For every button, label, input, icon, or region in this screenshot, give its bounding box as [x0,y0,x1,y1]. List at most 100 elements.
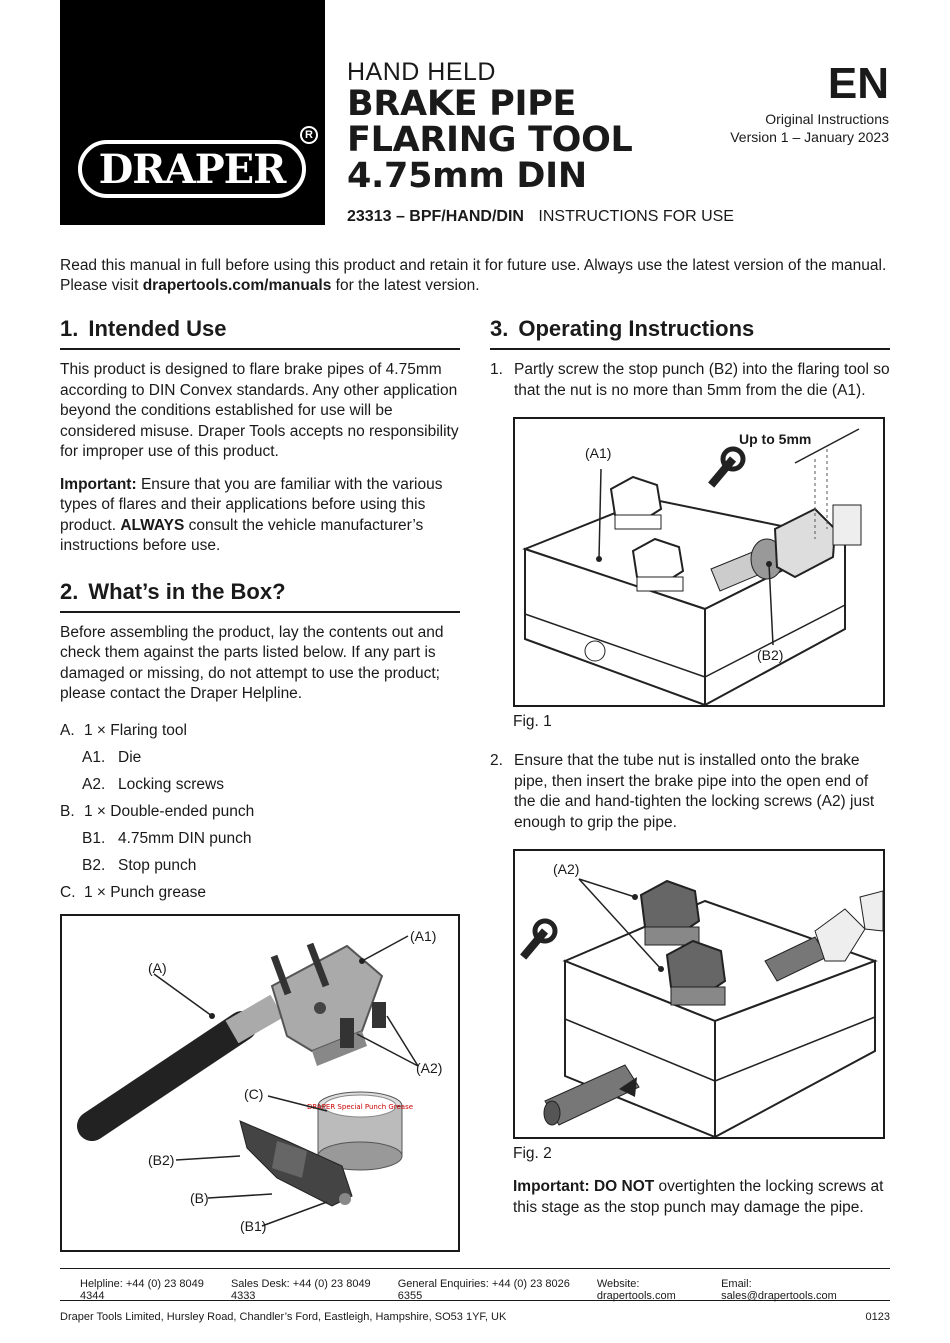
fig1-label-a1: (A1) [585,445,612,461]
manuals-link[interactable]: drapertools.com/manuals [142,277,332,294]
section2-title: What’s in the Box? [88,578,286,604]
section1-num: 1. [60,316,79,341]
section3-heading: 3. Operating Instructions [490,316,890,350]
left-column: 1.Intended Use This product is designed … [60,316,460,1252]
list-item: B. 1 × Double-ended punch [60,798,460,825]
item-letter: C. [60,883,76,901]
important-note-2: Important: DO NOT overtighten the lockin… [513,1177,890,1218]
version-info: Original Instructions Version 1 – Januar… [730,110,889,146]
fig1-dimension: Up to 5mm [739,431,812,447]
important-label-2: Important: [513,1178,590,1195]
general-enquiries: General Enquiries: +44 (0) 23 8026 6355 [397,1278,570,1302]
intro-post: for the latest version. [331,277,480,294]
item-letter: B. [60,802,75,820]
step-text: Ensure that the tube nut is installed on… [514,752,875,831]
intro-line2: Please visit drapertools.com/manuals for… [60,276,890,296]
sub-list: B1. 4.75mm DIN punch B2. Stop punch [60,825,460,879]
important-text-b: consult the vehicle manufacturer’s instr… [60,516,424,555]
footer-address-row: Draper Tools Limited, Hursley Road, Chan… [60,1311,890,1323]
fig2-label-a2: (A2) [553,861,580,877]
item-letter: A2. [82,775,106,793]
company-address: Draper Tools Limited, Hursley Road, Chan… [60,1311,507,1323]
item-text: Die [118,748,142,766]
step-2: 2. Ensure that the tube nut is installed … [490,751,890,833]
item-text: 1 × Punch grease [84,883,206,901]
important-strong: ALWAYS [120,516,185,534]
title-line4: 4.75mm DIN [347,156,587,196]
step-text: Partly screw the stop punch (B2) into th… [514,361,890,399]
footer-divider-top [60,1268,890,1269]
item-letter: A. [60,721,75,739]
operating-steps: 1. Partly screw the stop punch (B2) into … [490,360,890,401]
section1-heading: 1. Intended Use [60,316,460,350]
section3-title: Operating Instructions [518,316,755,341]
important-text-a: Ensure that you are familiar with the va… [60,475,443,534]
email-link[interactable]: Email: sales@drapertools.com [721,1278,837,1302]
photo-label-c: (C) [244,1085,264,1102]
step-number: 2. [490,752,503,769]
title-line3: FLARING TOOL [347,120,633,160]
sales-desk: Sales Desk: +44 (0) 23 8049 4333 [230,1278,371,1302]
item-text: Stop punch [118,856,197,874]
footer-contacts: Helpline: +44 (0) 23 8049 4344 Sales Des… [80,1278,870,1302]
fig2-caption: Fig. 2 [513,1145,552,1162]
list-item: B2. Stop punch [82,852,460,879]
product-subtitle: 23313 – BPF/HAND/DIN INSTRUCTIONS FOR US… [347,208,734,226]
sub-list: A1.Die A2.Locking screws [60,744,460,798]
photo-label-b2: (B2) [148,1151,175,1168]
brand-logo-block: DRAPER R [60,0,325,225]
step-number: 1. [490,361,503,378]
brand-logo-text: DRAPER [98,145,287,193]
list-item: A. 1 × Flaring tool [60,717,460,744]
list-item: B1. 4.75mm DIN punch [82,825,460,852]
intro-line1: Read this manual in full before using th… [60,257,887,274]
model-number: 23313 – BPF/HAND/DIN [347,208,524,225]
product-title: HAND HELD BRAKE PIPE FLARING TOOL 4.75mm… [347,58,633,194]
photo-label-a: (A) [148,959,167,976]
figure-2: (A2) [513,849,885,1139]
section3-num: 3. [490,316,509,341]
item-letter: A1. [82,748,106,766]
figure-2-drawing [520,878,884,1139]
title-line2: BRAKE PIPE [347,84,577,124]
wrench-icon [708,446,746,488]
registered-mark: R [300,126,318,144]
website-link[interactable]: Website: drapertools.com [596,1278,676,1302]
flaring-tool-photo: DRAPER Special Punch Grease [77,934,419,1227]
version-date: Version 1 – January 2023 [730,129,889,145]
important-strong-2: DO NOT [589,1178,655,1195]
original-instructions: Original Instructions [765,111,889,127]
section2-heading: 2. What’s in the Box? [60,579,460,613]
photo-label-a1: (A1) [410,927,437,944]
item-text: 1 × Double-ended punch [84,802,255,820]
footer-divider-bottom [60,1300,890,1301]
wrench-icon-2 [520,918,558,960]
helpline: Helpline: +44 (0) 23 8049 4344 [80,1278,204,1302]
grease-label: DRAPER Special Punch Grease [307,1103,413,1111]
section2-num: 2. [60,578,79,604]
item-letter: B1. [82,829,106,847]
important-note-1: Important: Ensure that you are familiar … [60,475,460,557]
figure-1-drawing [522,428,862,707]
parts-list: A.1 × Flaring tool A1.Die A2.Locking scr… [60,717,460,906]
box-contents-text: Before assembling the product, lay the c… [60,623,444,703]
intro-pre: Please visit [60,277,143,294]
item-text: 4.75mm DIN punch [118,829,252,847]
right-column: 3. Operating Instructions 1. Partly screw … [490,316,890,1230]
step-1: 1. Partly screw the stop punch (B2) into … [490,360,890,401]
item-text: 1 × Flaring tool [84,721,187,739]
photo-label-a2: (A2) [416,1059,443,1076]
item-letter: B2. [82,856,106,874]
fig1-caption: Fig. 1 [513,713,552,730]
important-label: Important: [60,475,137,493]
intro-text: Read this manual in full before using th… [60,256,890,296]
photo-label-b: (B) [190,1189,209,1206]
important-text-2: overtighten the locking screws at this s… [513,1178,884,1216]
section1-title: Intended Use [88,316,227,341]
photo-label-b1: (B1) [240,1217,267,1234]
brand-logo: DRAPER [78,140,306,198]
doc-code: 0123 [865,1311,890,1323]
list-item: A1. Die [82,744,460,771]
doc-type: INSTRUCTIONS FOR USE [538,208,734,225]
language-code: EN [827,59,889,108]
